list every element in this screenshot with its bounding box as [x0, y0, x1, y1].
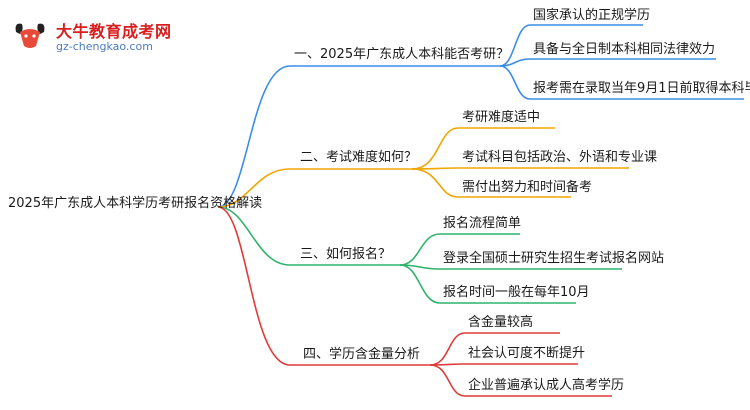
branch-4-item-1: 含金量较高: [468, 315, 534, 330]
branch-1-item-3: 报考需在录取当年9月1日前取得本科毕业证: [533, 81, 750, 96]
branch-1-item-1: 国家承认的正规学历: [533, 8, 651, 23]
branch-2-item-1: 考研难度适中: [462, 110, 541, 125]
site-logo: 大牛教育成考网 gz-chengkao.com: [8, 10, 178, 58]
bull-logo-icon: [15, 23, 45, 48]
branch-3-item-1: 报名流程简单: [443, 216, 522, 231]
branch-2-item-2: 考试科目包括政治、外语和专业课: [462, 150, 658, 165]
branch-1-item-2: 具备与全日制本科相同法律效力: [533, 42, 716, 57]
branch-2-connectors: [217, 127, 629, 208]
branch-4-connectors: [217, 206, 612, 397]
branch-2-item-3: 需付出努力和时间备考: [462, 180, 593, 195]
mindmap-root: 2025年广东成人本科学历考研报名资格解读: [8, 196, 263, 211]
logo-url: gz-chengkao.com: [56, 40, 153, 53]
branch-3-item-3: 报名时间一般在每年10月: [443, 285, 590, 300]
branch-1-connectors: [217, 24, 744, 208]
branch-2-label: 二、考试难度如何？: [300, 150, 418, 165]
branch-4-item-3: 企业普遍承认成人高考学历: [468, 378, 625, 393]
branch-3-item-2: 登录全国硕士研究生招生考试报名网站: [443, 251, 665, 266]
branch-3-connectors: [217, 206, 622, 304]
logo-title: 大牛教育成考网: [56, 22, 172, 41]
branch-3-label: 三、如何报名？: [300, 247, 392, 262]
branch-4-label: 四、学历含金量分析: [303, 347, 421, 362]
branch-1-label: 一、2025年广东成人本科能否考研？: [294, 47, 510, 62]
branch-4-item-2: 社会认可度不断提升: [468, 346, 586, 361]
